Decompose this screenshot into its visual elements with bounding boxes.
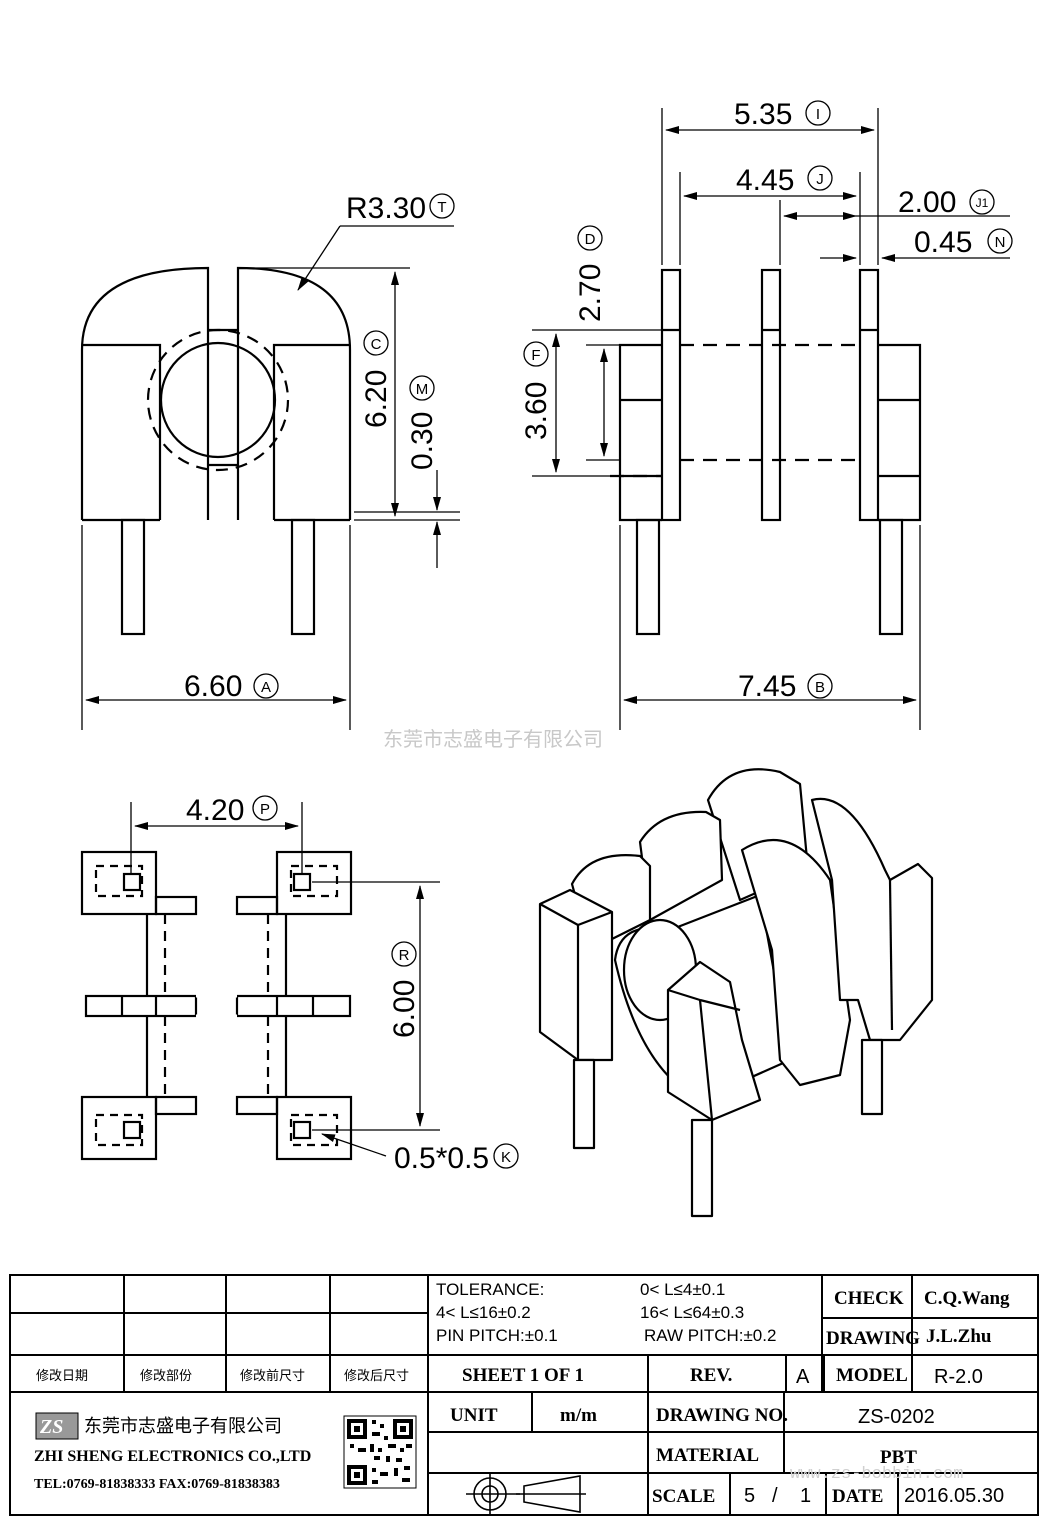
company-name-en: ZHI SHENG ELECTRONICS CO.,LTD — [34, 1448, 311, 1465]
pin-width-label: 0.45 — [914, 226, 972, 259]
row-pitch-ref: P — [260, 801, 270, 818]
pin-section-ref: K — [501, 1149, 511, 1166]
bottom-view-labels: 4.20 P 6.00 R 0.5*0.5 K — [186, 794, 519, 1175]
col-pitch-ref: R — [399, 947, 410, 964]
company-contact: TEL:0769-81838333 FAX:0769-81838383 — [34, 1477, 280, 1492]
flange-gap-label: 2.00 — [898, 186, 956, 219]
logo-text: ZS — [39, 1416, 63, 1438]
col-pitch-label: 6.00 — [388, 980, 421, 1038]
sheet-info: SHEET 1 OF 1 — [462, 1365, 584, 1386]
unit-label: UNIT — [450, 1405, 498, 1426]
tolerance-label: TOLERANCE: — [436, 1280, 544, 1299]
raw-pitch: RAW PITCH:±0.2 — [644, 1326, 776, 1345]
date-value: 2016.05.30 — [904, 1485, 1004, 1507]
model-label: MODEL — [836, 1365, 908, 1386]
height-label: 6.20 — [360, 370, 393, 428]
flange-gap-ref: J1 — [976, 196, 989, 210]
check-label: CHECK — [834, 1288, 904, 1309]
front-view — [80, 266, 352, 636]
row-pitch-label: 4.20 — [186, 794, 244, 827]
date-label: DATE — [832, 1486, 883, 1507]
pin-pitch: PIN PITCH:±0.1 — [436, 1326, 558, 1345]
watermark-company: 东莞市志盛电子有限公司 — [383, 727, 603, 751]
core-height-ref: F — [531, 347, 540, 364]
flange-height-label: 2.70 — [574, 264, 607, 322]
pin-width-ref: N — [995, 234, 1006, 251]
revision-date-header: 修改日期 — [36, 1369, 88, 1384]
projection-symbol-icon — [466, 1472, 586, 1516]
length-ref: B — [815, 679, 825, 696]
front-view-labels: R3.30 T 6.20 C 0.30 M 6.60 A — [184, 192, 455, 703]
material-label: MATERIAL — [656, 1445, 759, 1466]
isometric-view — [538, 768, 934, 1218]
length-label: 7.45 — [738, 670, 796, 703]
scale-separator: / — [772, 1485, 778, 1507]
scale-numerator: 5 — [744, 1485, 755, 1507]
watermark-url: www.zs-bobbin.com — [790, 1465, 963, 1484]
material-value: PBT — [880, 1447, 917, 1468]
unit-value: m/m — [560, 1405, 597, 1426]
revision-after-header: 修改后尺寸 — [344, 1369, 409, 1384]
radius-ref: T — [437, 199, 446, 216]
scale-label: SCALE — [652, 1486, 715, 1507]
drawing-value: J.L.Zhu — [926, 1326, 992, 1347]
inner-span-label: 4.45 — [736, 164, 794, 197]
revision-before-header: 修改前尺寸 — [240, 1368, 305, 1384]
pin-section-label: 0.5*0.5 — [394, 1142, 489, 1175]
pin-span-label: 5.35 — [734, 98, 792, 131]
company-name-cn: 东莞市志盛电子有限公司 — [84, 1416, 282, 1437]
rev-label: REV. — [690, 1365, 732, 1386]
standoff-ref: M — [416, 381, 429, 398]
tolerance-1: 0< L≤4±0.1 — [640, 1280, 725, 1299]
company-logo: ZS — [35, 1412, 79, 1440]
pin-span-ref: I — [816, 106, 820, 123]
radius-label: R3.30 — [346, 192, 426, 225]
qr-code — [343, 1415, 417, 1489]
rev-value: A — [796, 1366, 810, 1388]
tolerance-3: 16< L≤64±0.3 — [640, 1303, 744, 1322]
title-block — [9, 1274, 1039, 1516]
front-view-dimensions — [81, 225, 460, 730]
model-value: R-2.0 — [934, 1366, 983, 1388]
core-height-label: 3.60 — [520, 382, 553, 440]
drawing-no-value: ZS-0202 — [858, 1406, 935, 1428]
bottom-view-dimensions — [130, 802, 440, 1157]
revision-part-header: 修改部份 — [140, 1369, 192, 1384]
drawing-no-label: DRAWING NO. — [656, 1405, 788, 1426]
drawing-label: DRAWING — [826, 1328, 920, 1349]
side-view-dimensions — [532, 108, 1010, 730]
flange-height-ref: D — [585, 231, 596, 248]
width-label: 6.60 — [184, 670, 242, 703]
width-ref: A — [261, 679, 271, 696]
side-view — [610, 268, 922, 636]
height-ref: C — [371, 336, 382, 353]
check-value: C.Q.Wang — [924, 1288, 1010, 1309]
inner-span-ref: J — [816, 171, 824, 188]
standoff-label: 0.30 — [406, 412, 439, 470]
bottom-view — [80, 850, 353, 1161]
scale-denominator: 1 — [800, 1485, 811, 1507]
tolerance-2: 4< L≤16±0.2 — [436, 1303, 531, 1322]
side-view-labels: 5.35 I 4.45 J 2.00 J1 0.45 N 2.70 D 3.60… — [520, 98, 1013, 703]
title-block-text: TOLERANCE: 0< L≤4±0.1 4< L≤16±0.2 16< L≤… — [34, 1280, 1010, 1516]
